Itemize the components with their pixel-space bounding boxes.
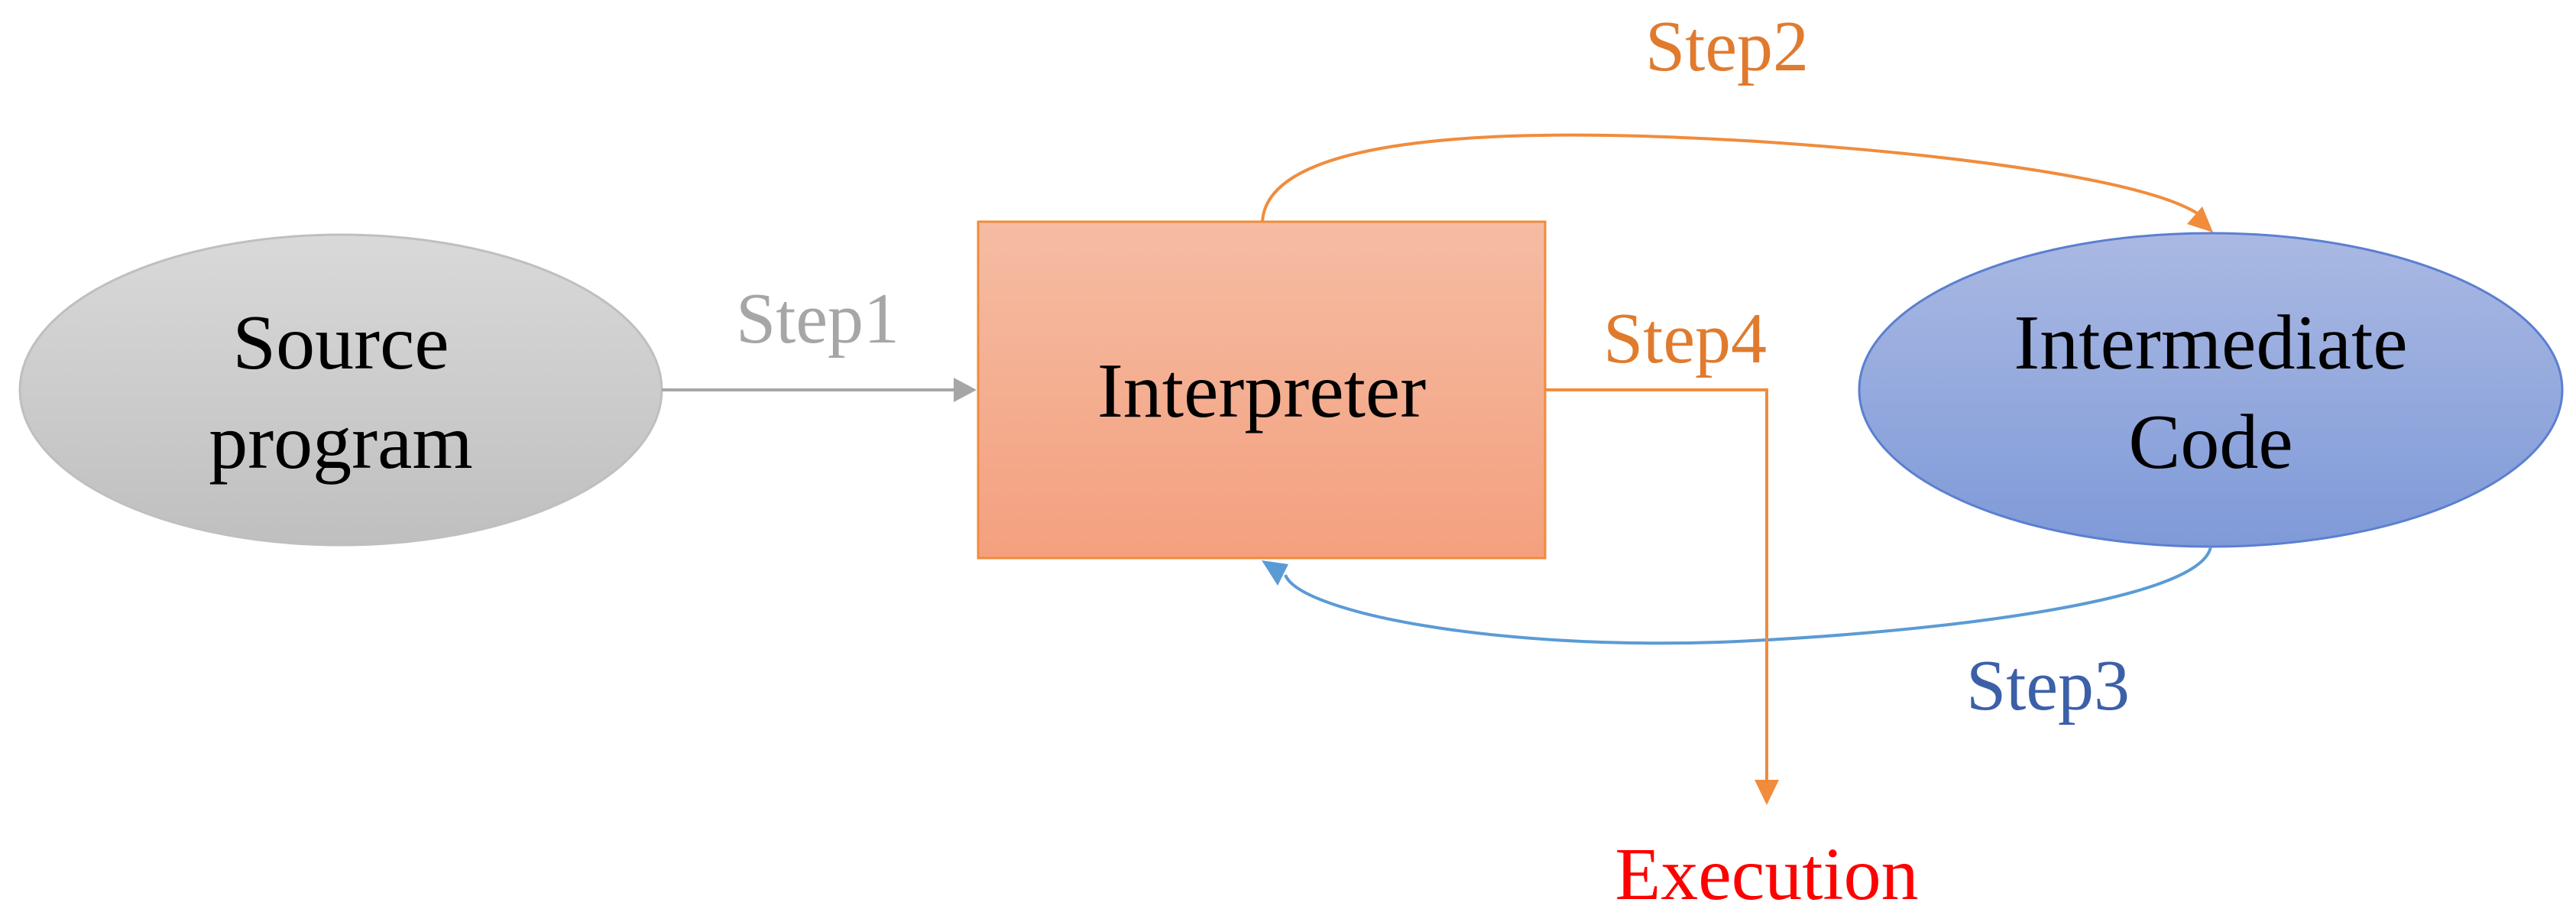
step1-arrow bbox=[662, 378, 977, 402]
step2-arrow bbox=[1261, 133, 2213, 232]
step1-label: Step1 bbox=[736, 279, 899, 359]
source-program-label-line1: Source bbox=[232, 300, 449, 386]
execution-label: Execution bbox=[1615, 833, 1918, 916]
intermediate-code-label-line1: Intermediate bbox=[2014, 300, 2407, 386]
interpreter-node: Interpreter bbox=[977, 220, 1547, 560]
step4-arrow bbox=[1545, 388, 1779, 805]
step3-label: Step3 bbox=[1966, 646, 2130, 726]
interpreter-label: Interpreter bbox=[1097, 348, 1426, 434]
step2-label: Step2 bbox=[1645, 7, 1809, 86]
step3-arrow bbox=[1262, 546, 2212, 645]
source-program-label-line2: program bbox=[209, 399, 473, 485]
intermediate-code-label-line2: Code bbox=[2128, 399, 2292, 485]
source-program-node: Source program bbox=[18, 233, 663, 547]
intermediate-code-node: Intermediate Code bbox=[1858, 232, 2564, 548]
step4-label: Step4 bbox=[1603, 299, 1767, 378]
